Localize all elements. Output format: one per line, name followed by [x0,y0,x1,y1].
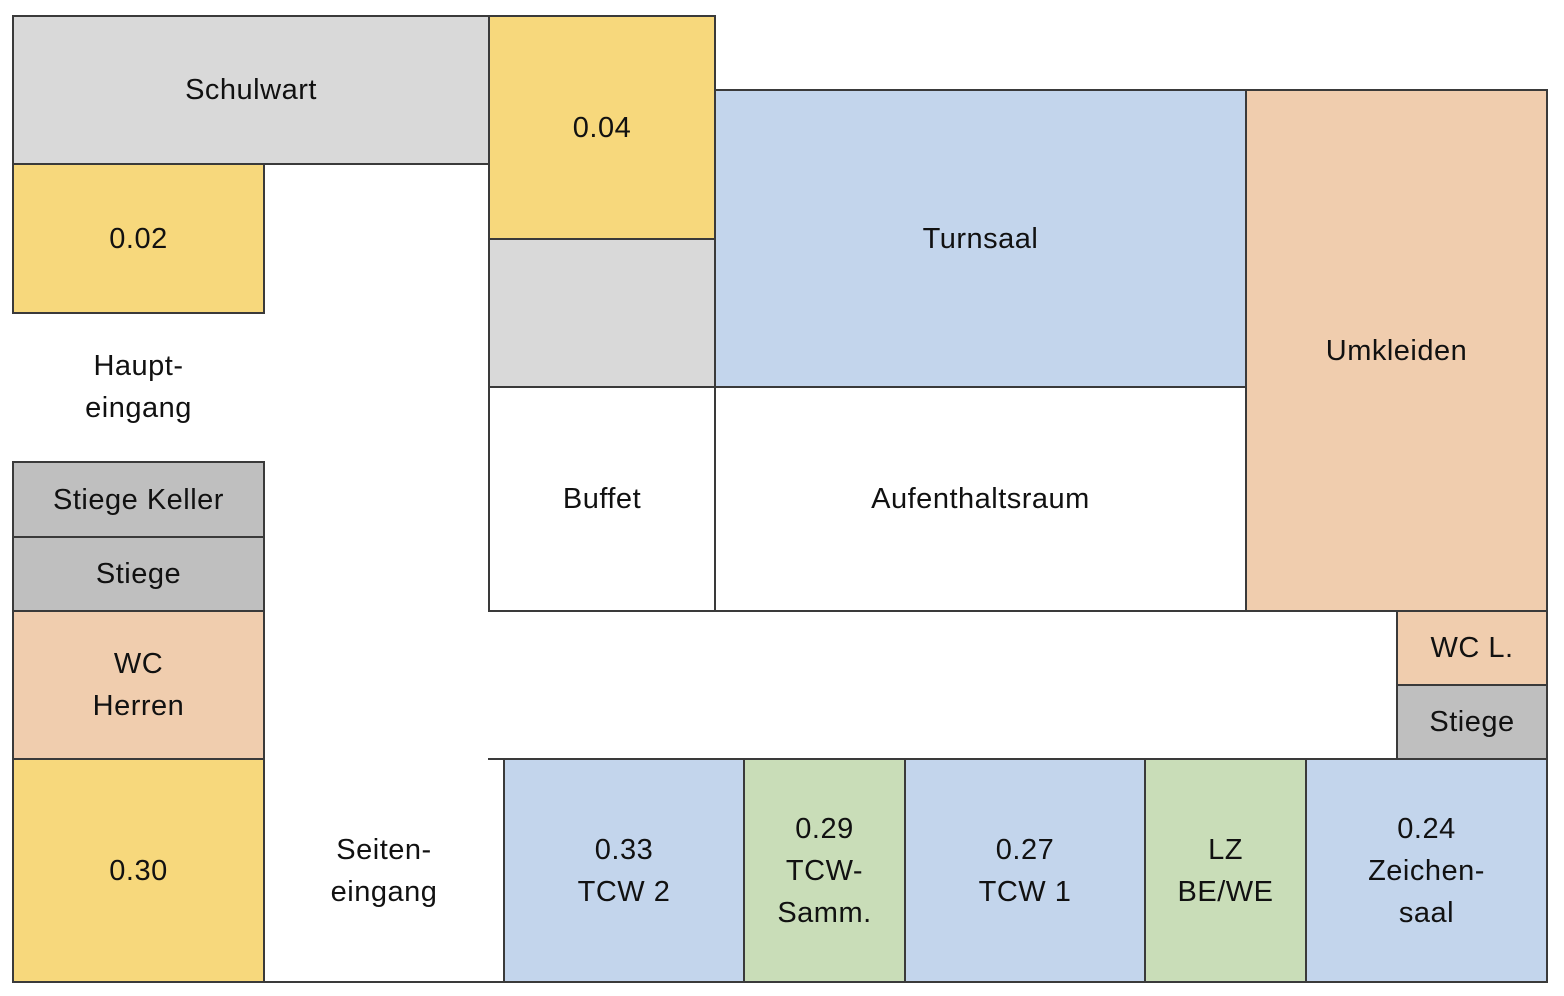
room-unlabeled-gray [488,238,716,388]
room-0-33: 0.33 TCW 2 [503,758,745,983]
room-stiege-keller: Stiege Keller [12,461,265,538]
room-0-27: 0.27 TCW 1 [904,758,1146,983]
room-0-30: 0.30 [12,758,265,983]
room-0-04: 0.04 [488,15,716,240]
room-stiege-keller-label: Stiege Keller [53,483,224,516]
room-stiege-left-label: Stiege [95,558,182,590]
room-0-33-label: 0.33 TCW 2 [577,833,671,908]
room-aufenthaltsraum: Aufenthaltsraum [714,386,1247,612]
room-0-30-label: 0.30 [109,854,168,887]
room-buffet-label: Buffet [562,483,642,515]
side-entrance-label: Seiten- eingang [330,833,438,908]
room-stiege-right-label: Stiege [1429,706,1515,738]
room-buffet: Buffet [488,386,716,612]
room-0-24-label: 0.24 Zeichen- saal [1368,812,1485,929]
room-stiege-left: Stiege [12,536,265,612]
room-0-04-label: 0.04 [572,111,632,144]
room-0-29: 0.29 TCW- Samm. [743,758,906,983]
room-turnsaal: Turnsaal [714,89,1247,388]
wall-corridor-bottom-edge [488,758,505,760]
room-stiege-right: Stiege [1396,684,1548,760]
room-umkleiden: Umkleiden [1245,89,1548,612]
room-0-02-label: 0.02 [109,222,168,255]
room-aufenthaltsraum-label: Aufenthaltsraum [871,483,1090,515]
main-entrance-area: Haupt- eingang [12,312,265,462]
room-0-24: 0.24 Zeichen- saal [1305,758,1548,983]
room-lz-label: LZ BE/WE [1177,833,1274,908]
room-wc-l: WC L. [1396,610,1548,686]
room-0-27-label: 0.27 TCW 1 [978,833,1072,908]
room-wc-herren: WC Herren [12,610,265,760]
room-lz: LZ BE/WE [1144,758,1307,983]
side-entrance-area: Seiten- eingang [265,758,503,983]
main-entrance-label: Haupt- eingang [85,350,192,424]
room-schulwart-label: Schulwart [185,74,317,106]
room-wc-l-label: WC L. [1430,632,1514,664]
room-schulwart: Schulwart [12,15,490,165]
room-turnsaal-label: Turnsaal [922,222,1039,255]
room-wc-herren-label: WC Herren [92,648,185,722]
room-umkleiden-label: Umkleiden [1325,334,1468,367]
room-0-29-label: 0.29 TCW- Samm. [777,812,872,929]
wall-bottom-left [12,981,503,983]
room-0-02: 0.02 [12,163,265,314]
